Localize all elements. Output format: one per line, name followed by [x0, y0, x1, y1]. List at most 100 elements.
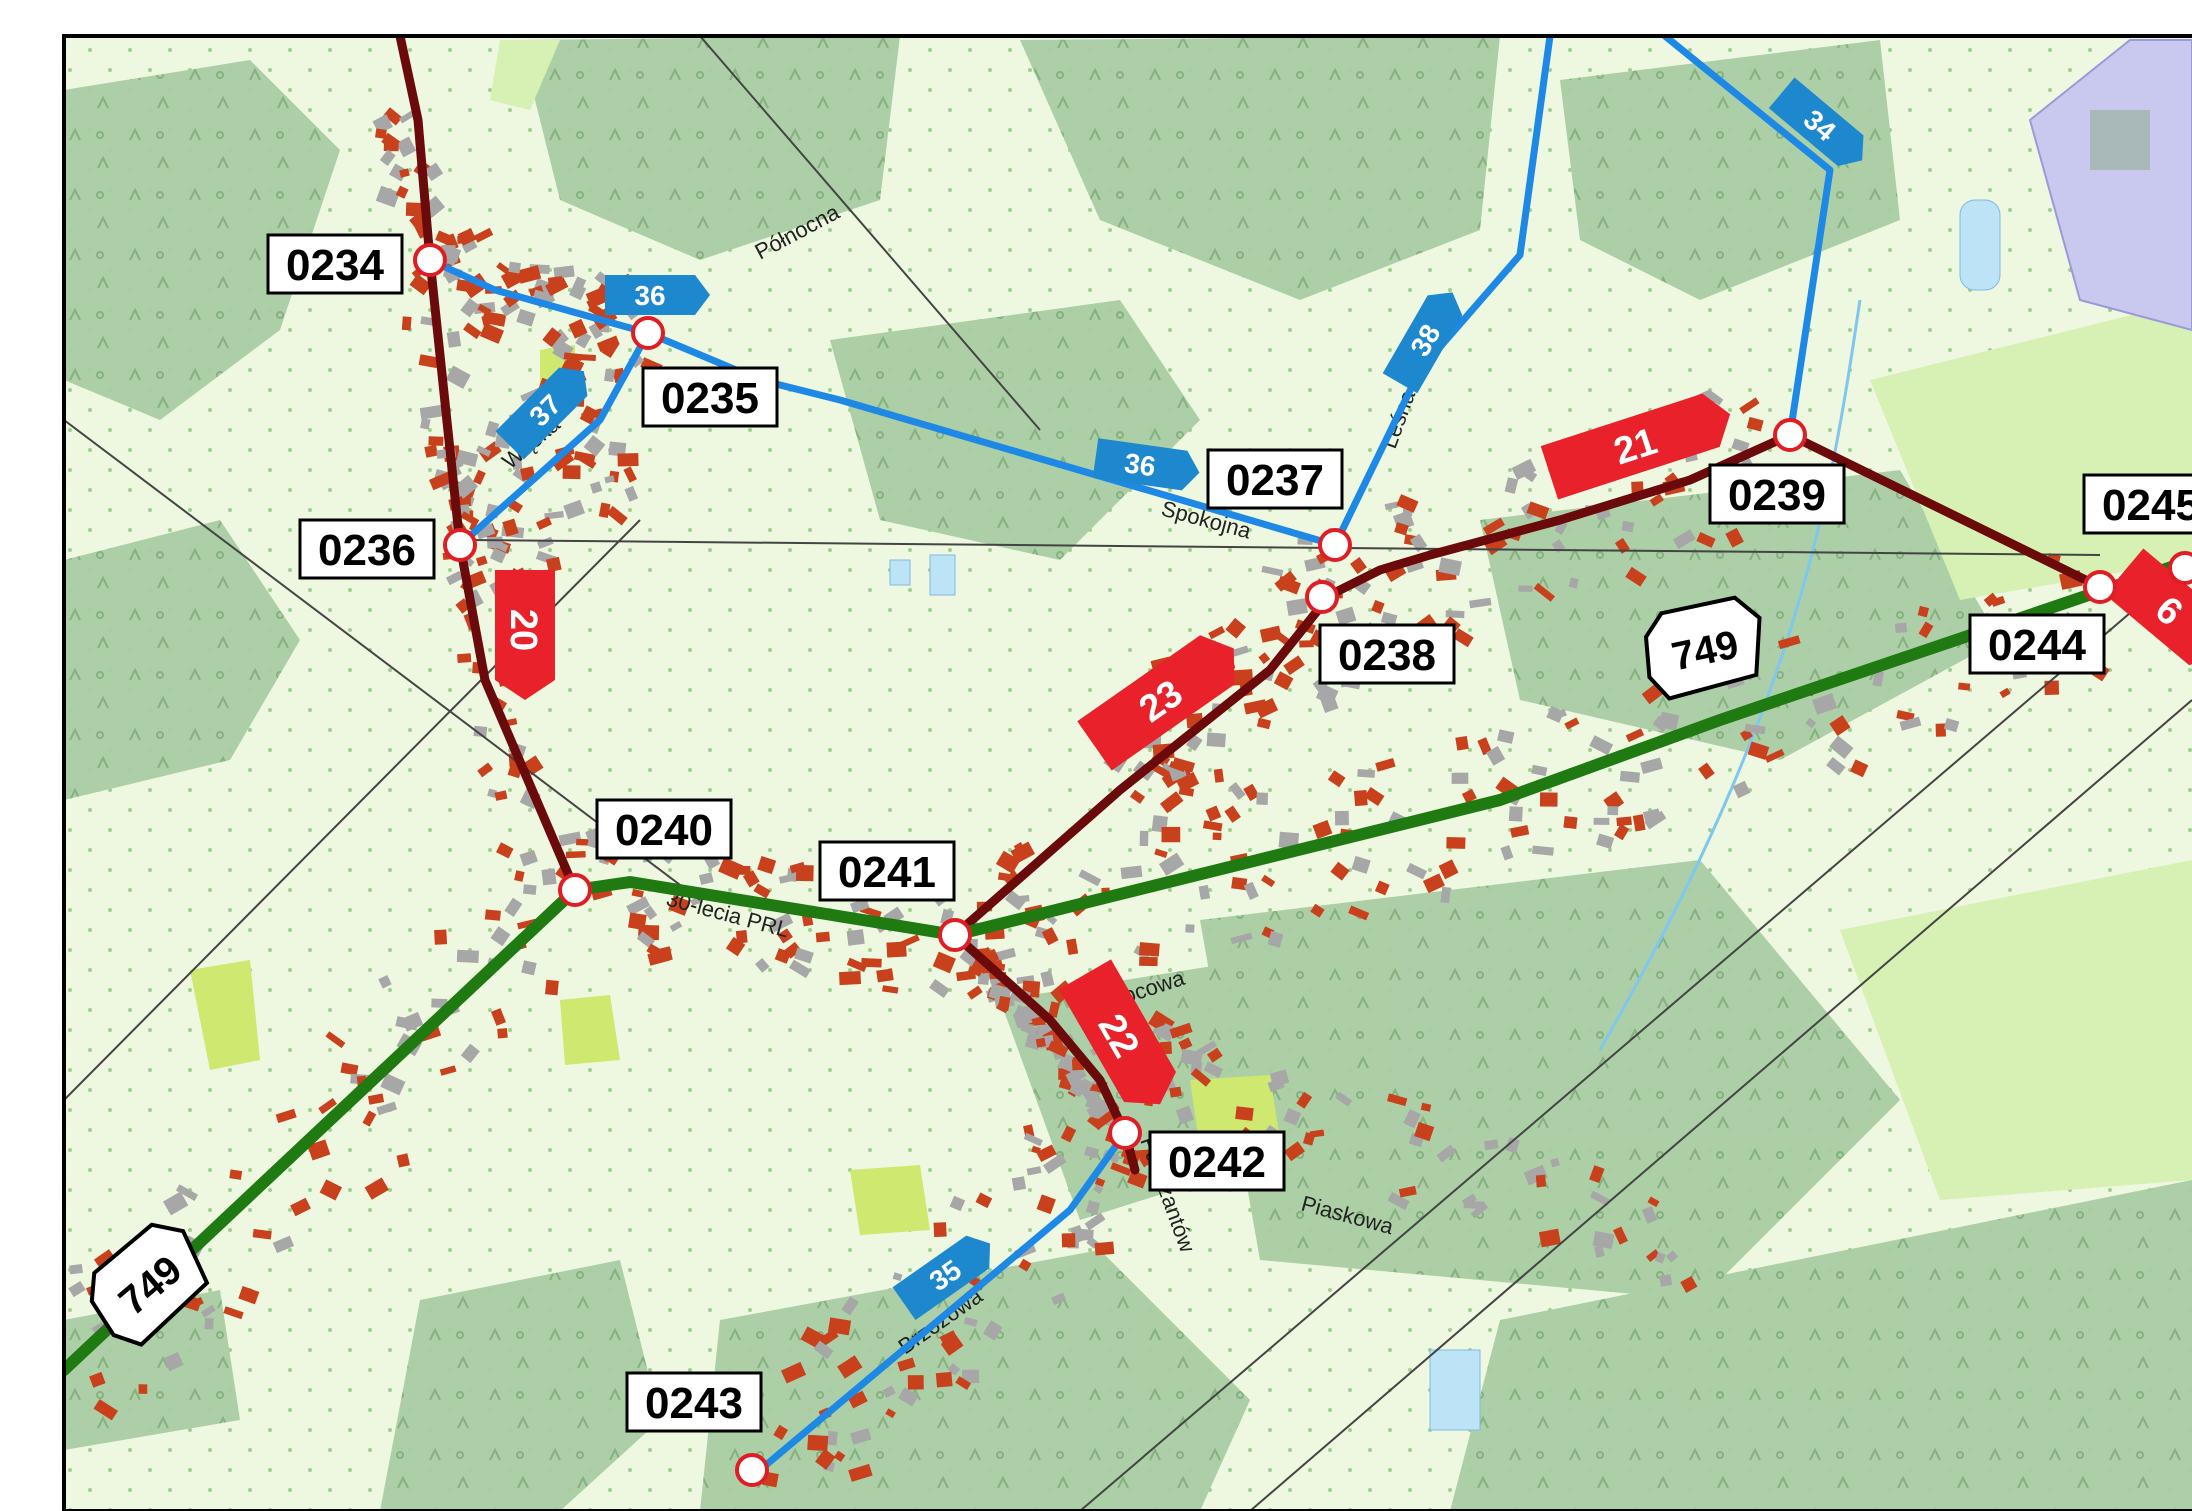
building [1235, 1106, 1254, 1121]
building [1127, 1170, 1148, 1189]
building [1505, 1137, 1520, 1154]
building [807, 1434, 829, 1452]
building [1394, 522, 1409, 536]
building [1120, 865, 1143, 880]
building [947, 1363, 961, 1376]
node-0241[interactable] [938, 918, 972, 952]
building [1607, 806, 1619, 816]
building [460, 298, 480, 318]
building [929, 979, 950, 999]
building [1269, 1069, 1290, 1087]
svg-text:0242: 0242 [1168, 1138, 1266, 1187]
building [626, 896, 651, 916]
node-0244[interactable] [2083, 570, 2117, 604]
building [318, 1098, 337, 1115]
node-0234[interactable] [413, 243, 447, 277]
building [1983, 592, 1999, 607]
building [1440, 886, 1451, 904]
building [1539, 792, 1558, 807]
building [601, 339, 619, 359]
building [514, 870, 525, 882]
building [1500, 845, 1514, 861]
building [325, 1031, 346, 1049]
node-0236[interactable] [443, 528, 477, 562]
building [491, 1008, 506, 1026]
node-0240[interactable] [558, 873, 592, 907]
building [473, 725, 488, 738]
building [547, 276, 563, 286]
building [827, 1431, 838, 1446]
building [1917, 605, 1930, 618]
building [1461, 788, 1477, 804]
building [229, 1169, 243, 1180]
node-label-0244: 0244 [1968, 613, 2106, 675]
building [475, 523, 496, 540]
building [940, 1333, 964, 1356]
building [949, 1195, 966, 1212]
building [163, 1351, 184, 1372]
svg-text:36: 36 [1122, 447, 1157, 482]
road-badge-22: 22 [1059, 959, 1176, 1105]
building [589, 481, 603, 494]
road-badge-36-south: 36 [1092, 438, 1200, 491]
building [1138, 942, 1160, 957]
building [815, 931, 831, 943]
building [1649, 493, 1664, 507]
building [1335, 1091, 1353, 1107]
node-0243[interactable] [735, 1453, 769, 1487]
building [1310, 903, 1325, 918]
svg-text:0236: 0236 [318, 526, 416, 575]
building [598, 502, 611, 518]
building [669, 920, 683, 932]
building [456, 449, 479, 467]
node-0237[interactable] [1318, 528, 1352, 562]
building [1625, 566, 1647, 587]
building [455, 598, 471, 614]
node-0245[interactable] [2168, 551, 2192, 585]
building [544, 511, 564, 520]
building [395, 1016, 419, 1031]
building [962, 1369, 980, 1384]
building [1632, 814, 1646, 832]
node-0239[interactable] [1773, 418, 1807, 452]
building [753, 883, 771, 899]
building [1614, 823, 1630, 841]
road-nodes [413, 243, 2192, 1487]
node-label-0238: 0238 [1318, 623, 1456, 685]
building [1243, 783, 1260, 802]
building [1093, 1110, 1116, 1130]
blue-roads [426, 36, 1834, 1474]
building [1386, 1093, 1408, 1107]
building [1659, 1274, 1673, 1287]
svg-text:0245: 0245 [2102, 481, 2192, 530]
building [68, 1280, 86, 1298]
building [757, 856, 777, 875]
svg-text:0239: 0239 [1728, 471, 1826, 520]
svg-text:20: 20 [502, 609, 544, 651]
node-0238[interactable] [1305, 580, 1339, 614]
building [1420, 1102, 1432, 1112]
building [1086, 1101, 1107, 1118]
building [1414, 1121, 1435, 1142]
building [489, 547, 507, 564]
building [1013, 1004, 1033, 1023]
node-label-0239: 0239 [1708, 463, 1846, 525]
building [788, 959, 811, 979]
node-0235[interactable] [631, 316, 665, 350]
building [1139, 956, 1158, 967]
building [364, 1177, 389, 1200]
building [1203, 1061, 1224, 1078]
node-label-0245: 0245 [2082, 473, 2192, 535]
building [1312, 820, 1333, 839]
building [643, 905, 658, 921]
building [604, 368, 616, 383]
building [1284, 1141, 1305, 1162]
building [1486, 746, 1506, 766]
road-shield-749-west: 749 [89, 1222, 210, 1347]
node-0242[interactable] [1108, 1116, 1142, 1150]
stream [1598, 299, 1862, 1051]
building [777, 928, 793, 944]
building [1374, 880, 1390, 896]
building [1850, 759, 1869, 778]
